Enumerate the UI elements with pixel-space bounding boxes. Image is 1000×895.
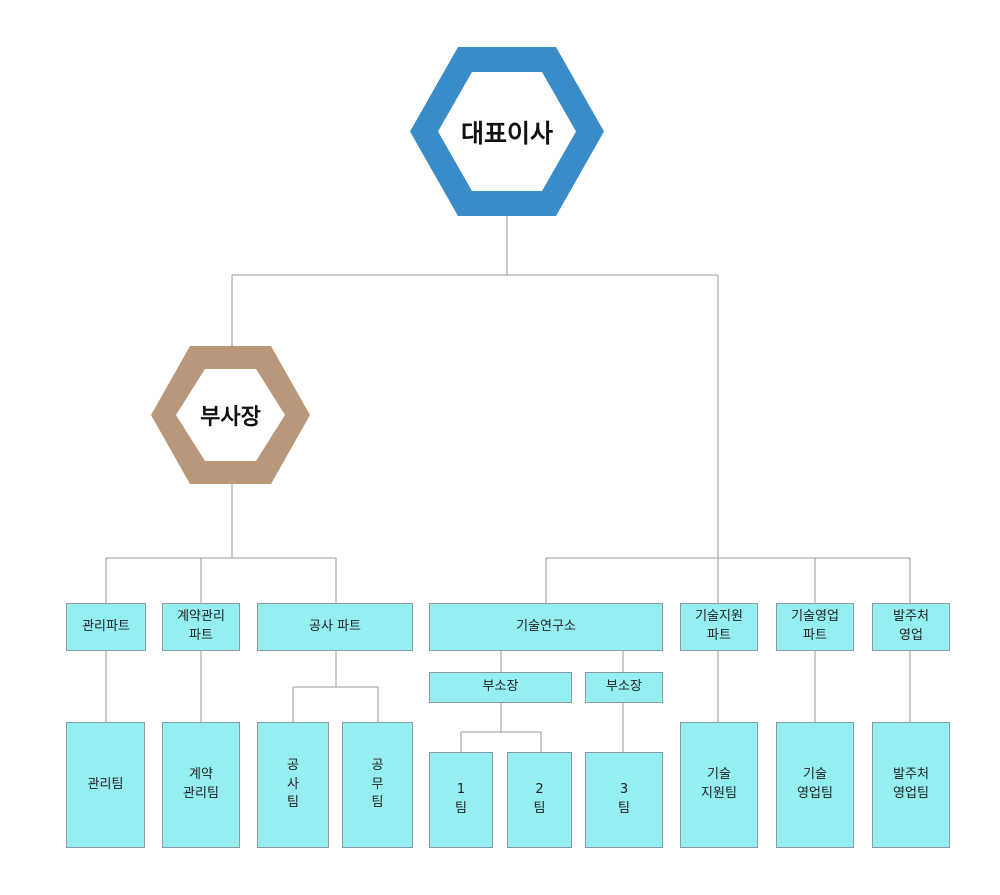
- team-1-box: 1 팀: [429, 752, 493, 848]
- client-sales-team-box: 발주처 영업팀: [872, 722, 950, 848]
- ceo-hexagon: [410, 47, 604, 216]
- client-sales-box: 발주처 영업: [872, 603, 950, 651]
- admin-part-box: 관리파트: [66, 603, 146, 651]
- tech-support-team-box: 기술 지원팀: [680, 722, 758, 848]
- ceo-label: 대표이사: [460, 118, 553, 148]
- sub-director-left-box: 부소장: [429, 672, 572, 703]
- research-lab-box: 기술연구소: [429, 603, 663, 651]
- team-2-box: 2 팀: [507, 752, 572, 848]
- tech-support-part-box: 기술지원 파트: [680, 603, 758, 651]
- construction-part-box: 공사 파트: [257, 603, 413, 651]
- tech-sales-part-box: 기술영업 파트: [776, 603, 854, 651]
- admin-team-box: 관리팀: [66, 722, 145, 848]
- contract-part-box: 계약관리 파트: [162, 603, 240, 651]
- contract-team-box: 계약 관리팀: [162, 722, 240, 848]
- construction-team-box: 공 사 팀: [257, 722, 329, 848]
- tech-sales-team-box: 기술 영업팀: [776, 722, 854, 848]
- vp-hexagon: [151, 346, 310, 484]
- vp-label: 부사장: [200, 405, 261, 430]
- sub-director-right-box: 부소장: [585, 672, 663, 703]
- team-3-box: 3 팀: [585, 752, 663, 848]
- works-team-box: 공 무 팀: [342, 722, 413, 848]
